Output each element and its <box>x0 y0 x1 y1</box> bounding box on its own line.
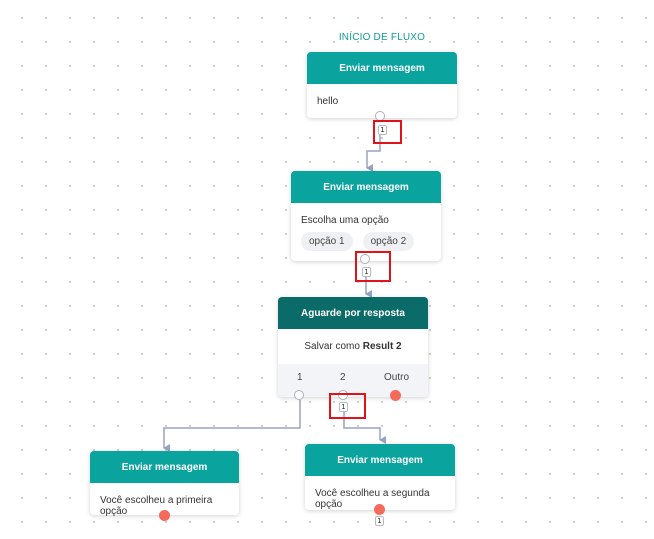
message-text: Escolha uma opção <box>301 215 389 226</box>
edge-wait-opt1-to-send3 <box>163 400 301 452</box>
connection-count-badge: 1 <box>362 267 371 277</box>
node-header: Enviar mensagem <box>90 451 239 483</box>
highlight-box <box>355 251 391 282</box>
output-port-1[interactable] <box>294 390 304 400</box>
output-port[interactable] <box>360 254 370 264</box>
output-label-other: Outro <box>384 372 410 383</box>
connection-count-badge: 1 <box>378 125 387 135</box>
output-port-other-unconnected[interactable] <box>390 390 401 401</box>
node-body: Escolha uma opção opção 1 opção 2 <box>291 203 441 263</box>
edge-wait-opt2-to-send4 <box>343 412 386 444</box>
connection-count-badge: 1 <box>339 402 348 412</box>
quick-reply-chip[interactable]: opção 1 <box>301 232 353 251</box>
connection-count-badge: 1 <box>375 516 384 526</box>
node-header: Enviar mensagem <box>305 444 455 476</box>
send-message-node-1[interactable]: Enviar mensagem hello <box>307 52 457 118</box>
node-header: Aguarde por resposta <box>278 297 428 329</box>
message-text: Você escolheu a segunda opção <box>315 488 430 510</box>
node-header: Enviar mensagem <box>291 171 441 203</box>
send-message-node-3[interactable]: Enviar mensagem Você escolheu a primeira… <box>90 451 239 517</box>
flow-start-label: INÍCIO DE FLUXO <box>338 32 426 43</box>
send-message-node-2[interactable]: Enviar mensagem Escolha uma opção opção … <box>291 171 441 261</box>
highlight-box <box>373 120 402 144</box>
output-port-unconnected[interactable] <box>159 510 170 521</box>
save-variable-name: Result 2 <box>362 341 402 352</box>
quick-reply-chip[interactable]: opção 2 <box>362 232 415 251</box>
save-as-text: Salvar como Result 2 <box>278 329 428 363</box>
highlight-box <box>329 393 366 419</box>
node-header: Enviar mensagem <box>307 52 457 84</box>
output-label-1: 1 <box>297 372 303 383</box>
message-text: Você escolheu a primeira opção <box>100 495 213 517</box>
send-message-node-4[interactable]: Enviar mensagem Você escolheu a segunda … <box>305 444 455 510</box>
message-text: hello <box>317 96 339 107</box>
output-port-unconnected[interactable] <box>374 504 385 515</box>
save-as-label: Salvar como <box>304 341 363 352</box>
output-port-2[interactable] <box>338 390 348 400</box>
quick-reply-options: opção 1 opção 2 <box>301 232 431 251</box>
wait-for-response-node[interactable]: Aguarde por resposta Salvar como Result … <box>278 297 428 397</box>
output-label-2: 2 <box>340 372 346 383</box>
